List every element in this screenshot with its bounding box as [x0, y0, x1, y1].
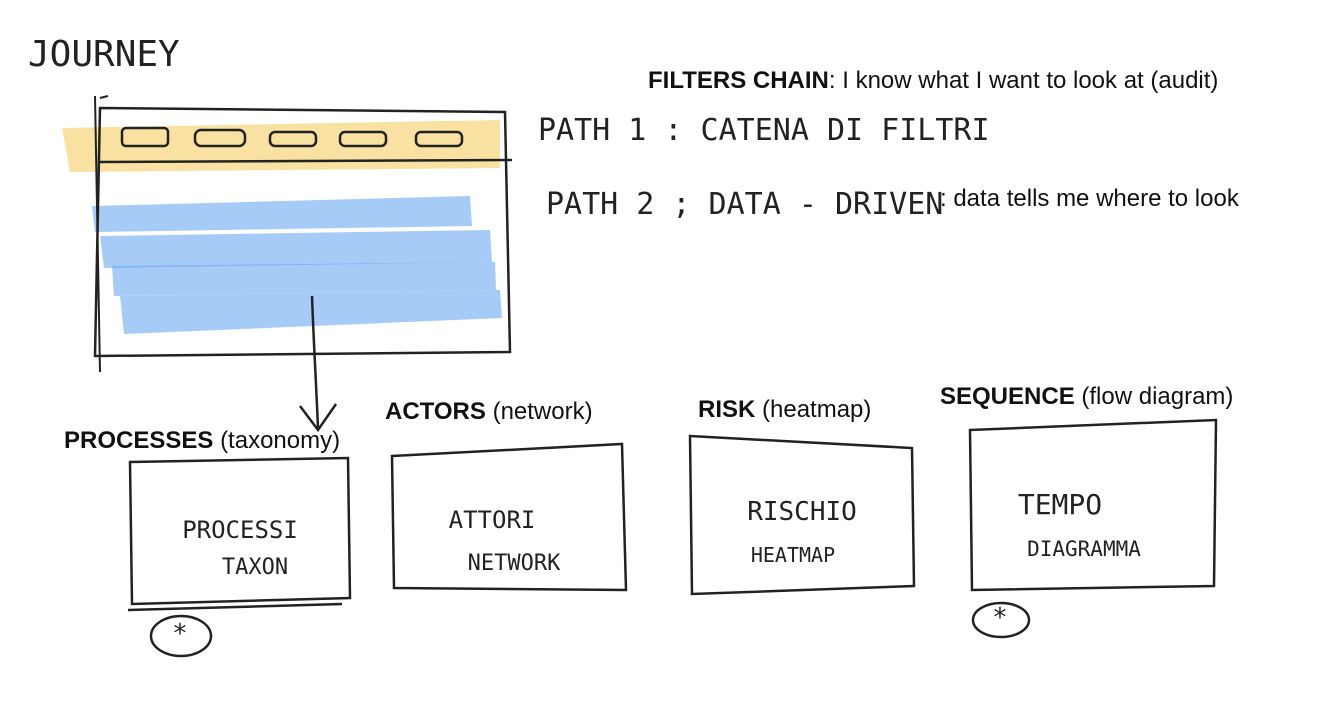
actors-subtitle: (network) [492, 398, 593, 425]
path-1-label: PATH 1 : CATENA DI FILTRI [538, 113, 990, 148]
actors-label: ACTORS (network) [385, 398, 593, 426]
processes-label: PROCESSES (taxonomy) [64, 427, 340, 455]
journey-title: JOURNEY [28, 34, 180, 75]
processes-marker-symbol: * [172, 619, 188, 649]
sequence-sketch-line-1: TEMPO [1018, 488, 1102, 521]
filters-chain-description: : I know what I want to look at (audit) [828, 67, 1219, 94]
risk-box [688, 434, 916, 596]
journey-wireframe [62, 95, 513, 433]
view-boxes [127, 418, 1218, 658]
wireframe-frame [93, 106, 512, 358]
sequence-box [968, 418, 1218, 592]
data-band-2 [100, 230, 492, 268]
data-band-3 [112, 262, 496, 296]
actors-sketch-line-2: NETWORK [468, 551, 561, 576]
processes-sketch-line-2: TAXON [222, 555, 288, 580]
processes-title: PROCESSES [64, 427, 214, 454]
sequence-label: SEQUENCE (flow diagram) [940, 383, 1233, 411]
sequence-title: SEQUENCE [940, 383, 1075, 410]
sequence-subtitle: (flow diagram) [1081, 383, 1234, 410]
risk-sketch-line-2: HEATMAP [751, 543, 835, 567]
risk-sketch-line-1: RISCHIO [747, 497, 857, 527]
sequence-marker-symbol: * [992, 603, 1008, 633]
processes-subtitle: (taxonomy) [220, 427, 341, 454]
actors-title: ACTORS [385, 398, 486, 425]
processes-sketch-line-1: PROCESSI [182, 516, 298, 544]
actors-box [390, 442, 628, 592]
filters-chain-title: FILTERS CHAIN [648, 67, 829, 94]
processes-box [128, 456, 352, 606]
filters-chain-label: FILTERS CHAIN: I know what I want to loo… [648, 67, 1218, 95]
risk-title: RISK [698, 396, 756, 423]
sequence-marker [971, 601, 1031, 639]
data-band-4 [120, 290, 502, 334]
filter-chips [120, 126, 464, 148]
data-band-1 [92, 196, 472, 232]
actors-sketch-line-1: ATTORI [449, 506, 536, 534]
risk-subtitle: (heatmap) [762, 396, 872, 423]
path-2-note: : data tells me where to look [940, 185, 1239, 212]
sequence-sketch-line-2: DIAGRAMMA [1027, 537, 1141, 561]
path-2-label: PATH 2 ; DATA - DRIVEN [546, 187, 943, 222]
risk-label: RISK (heatmap) [698, 396, 871, 424]
processes-marker [149, 614, 213, 658]
